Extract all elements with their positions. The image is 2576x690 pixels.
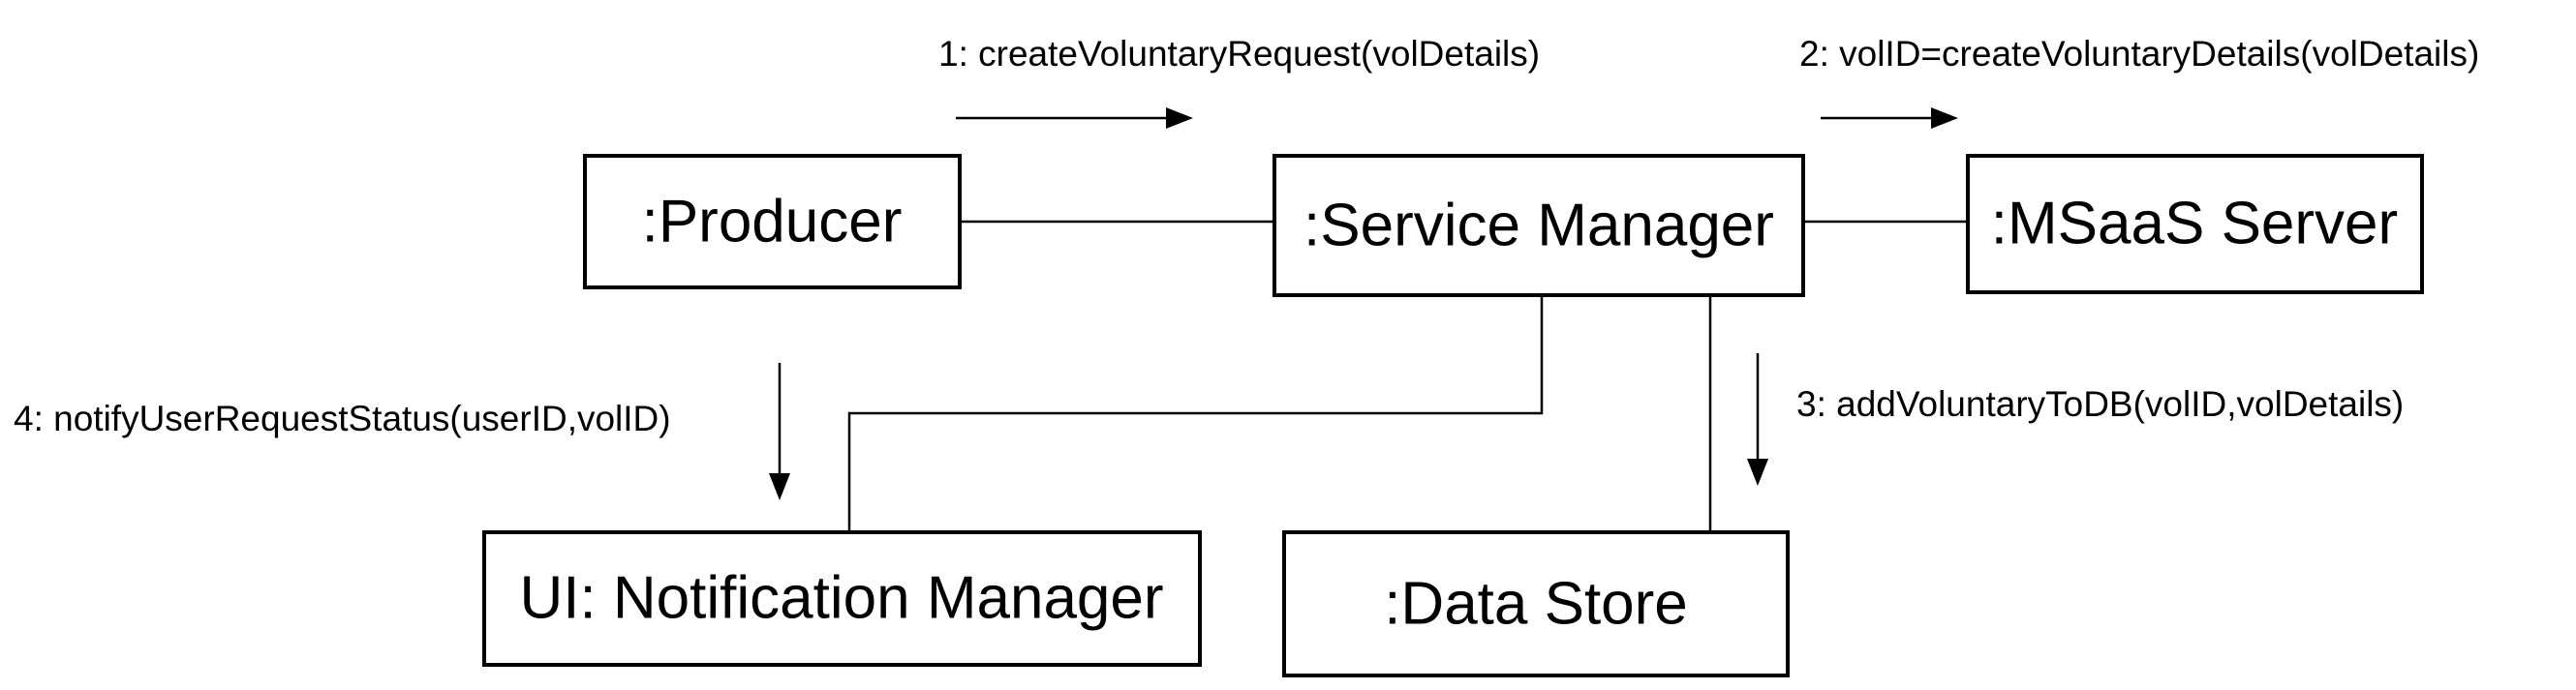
message-2-label: 2: volID=createVoluntaryDetails(volDetai… bbox=[1799, 34, 2479, 74]
object-producer-label: :Producer bbox=[642, 189, 903, 255]
message-3-label: 3: addVoluntaryToDB(volID,volDetails) bbox=[1796, 384, 2404, 424]
message-4-arrowhead bbox=[769, 473, 790, 500]
object-msaas-server-label: :MSaaS Server bbox=[1991, 191, 2398, 257]
message-3-arrowhead bbox=[1747, 459, 1768, 486]
message-1-arrowhead bbox=[1166, 107, 1193, 129]
object-data-store-label: :Data Store bbox=[1384, 571, 1688, 638]
link-service-manager-notification-manager bbox=[847, 295, 1544, 532]
message-1-label: 1: createVoluntaryRequest(volDetails) bbox=[938, 34, 1540, 74]
object-producer: :Producer bbox=[583, 154, 962, 289]
object-service-manager: :Service Manager bbox=[1273, 154, 1805, 297]
object-data-store: :Data Store bbox=[1282, 530, 1790, 677]
object-notification-manager: UI: Notification Manager bbox=[482, 530, 1202, 667]
object-service-manager-label: :Service Manager bbox=[1303, 193, 1774, 259]
message-2-arrowhead bbox=[1931, 107, 1958, 129]
message-4-label: 4: notifyUserRequestStatus(userID,volID) bbox=[14, 399, 671, 438]
object-notification-manager-label: UI: Notification Manager bbox=[519, 565, 1163, 632]
object-msaas-server: :MSaaS Server bbox=[1966, 154, 2424, 294]
